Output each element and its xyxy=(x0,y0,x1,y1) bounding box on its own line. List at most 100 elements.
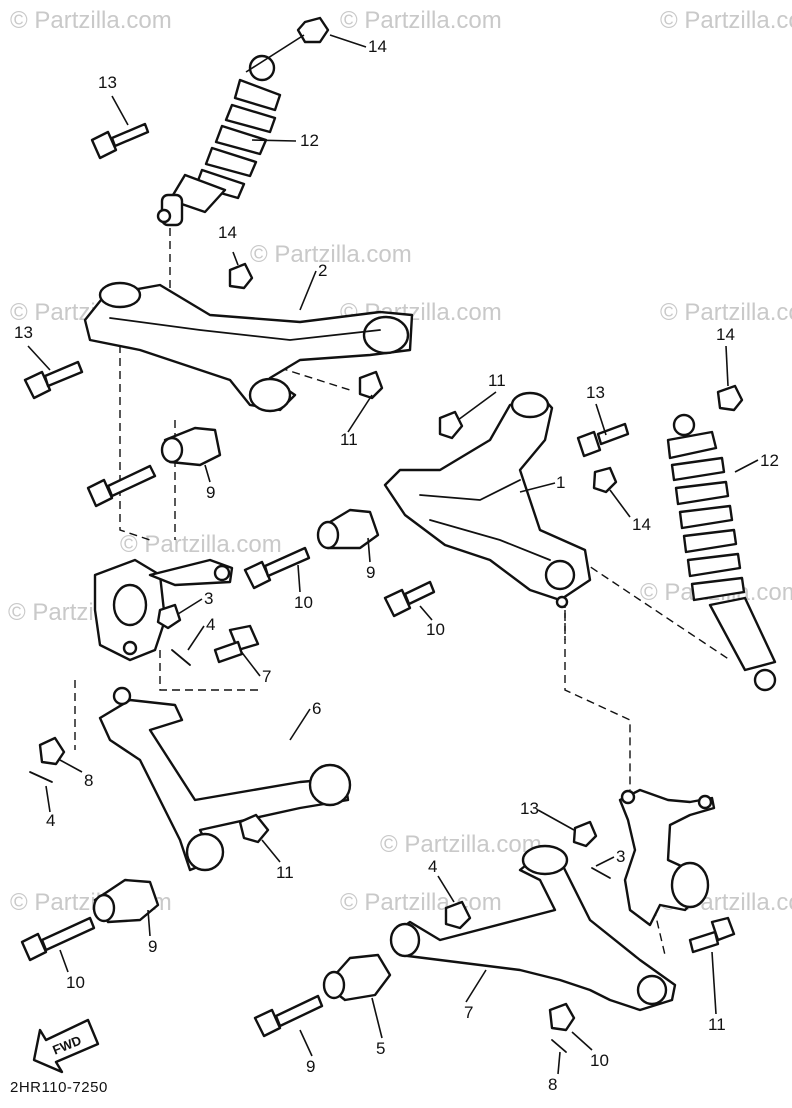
nut-14-upper-left[interactable] xyxy=(228,262,254,290)
nut-11-lower-right[interactable] xyxy=(444,900,472,930)
nut-14-upper-right[interactable] xyxy=(592,466,618,494)
leader-line xyxy=(27,345,51,371)
leader-line xyxy=(571,1031,593,1051)
nut-14-right-shock[interactable] xyxy=(716,384,744,412)
leader-line xyxy=(232,251,239,266)
callout-label-11[interactable]: 11 xyxy=(340,430,358,449)
leader-line xyxy=(239,649,261,677)
bolt-13-top[interactable] xyxy=(90,122,150,160)
callout-label-4[interactable]: 4 xyxy=(206,615,215,634)
callout-label-13[interactable]: 13 xyxy=(14,323,33,342)
callout-label-7[interactable]: 7 xyxy=(262,667,271,686)
callout-label-10[interactable]: 10 xyxy=(294,593,313,612)
callout-label-13[interactable]: 13 xyxy=(520,799,539,818)
leader-line xyxy=(111,95,129,126)
diagram-code: 2HR110-7250 xyxy=(10,1079,108,1096)
bushing-9-lower-left[interactable] xyxy=(92,878,160,924)
bolt-10-lower-left[interactable] xyxy=(20,916,96,962)
callout-label-13[interactable]: 13 xyxy=(98,73,117,92)
leader-line xyxy=(245,34,305,73)
watermark: © Partzilla.com xyxy=(340,7,502,34)
bolt-10-lower-right[interactable] xyxy=(253,994,324,1038)
nut-11-lower-left[interactable] xyxy=(238,813,270,844)
leader-line xyxy=(437,875,455,903)
callout-label-10[interactable]: 10 xyxy=(426,620,445,639)
callout-label-7[interactable]: 7 xyxy=(464,1003,473,1022)
bolt-13-upper-right[interactable] xyxy=(383,580,436,618)
callout-label-3[interactable]: 3 xyxy=(204,589,213,608)
callout-label-4[interactable]: 4 xyxy=(46,811,55,830)
callout-label-9[interactable]: 9 xyxy=(148,937,157,956)
upper-arm-right[interactable] xyxy=(383,391,592,609)
callout-label-4[interactable]: 4 xyxy=(0,0,9,4)
callout-label-11[interactable]: 11 xyxy=(276,863,294,882)
lower-arm-left[interactable] xyxy=(98,686,352,872)
bolt-7-right[interactable] xyxy=(688,916,736,954)
callout-label-14[interactable]: 14 xyxy=(716,325,735,344)
cotter-pin-4-right-lower[interactable] xyxy=(551,1039,567,1053)
leader-line xyxy=(329,34,367,48)
callout-label-10[interactable]: 10 xyxy=(66,973,85,992)
callout-label-9[interactable]: 9 xyxy=(206,483,215,502)
leader-line xyxy=(371,997,383,1039)
callout-label-1[interactable]: 1 xyxy=(556,473,565,492)
callout-labels: 1413121421311934107684119101113141211491… xyxy=(0,0,779,1094)
watermark: © Partzilla.com xyxy=(10,7,172,34)
leader-line xyxy=(204,464,211,483)
cotter-pin-4-right-upper[interactable] xyxy=(591,867,611,879)
callout-label-14[interactable]: 14 xyxy=(368,37,387,56)
shock-absorber-right[interactable] xyxy=(666,413,777,692)
nut-8-left[interactable] xyxy=(38,736,66,766)
steering-knuckle-left[interactable] xyxy=(93,558,234,662)
callout-label-2[interactable]: 2 xyxy=(318,261,327,280)
callout-label-8[interactable]: 8 xyxy=(548,1075,557,1094)
callout-label-3[interactable]: 3 xyxy=(616,847,625,866)
bushing-9-upper-right[interactable] xyxy=(316,508,380,550)
bolt-10-upper-left[interactable] xyxy=(86,464,157,508)
nut-3-right[interactable] xyxy=(572,820,598,848)
nut-8-right[interactable] xyxy=(548,1002,576,1032)
leader-line xyxy=(725,345,729,387)
leader-line xyxy=(734,459,759,473)
cotter-pin-4-left-upper[interactable] xyxy=(171,649,191,666)
callout-label-11[interactable]: 11 xyxy=(488,371,506,390)
bushing-9-upper-left[interactable] xyxy=(160,426,222,467)
cotter-pin-4-left-lower[interactable] xyxy=(29,771,53,783)
leader-line xyxy=(465,969,487,1003)
bushing-9-lower-right[interactable] xyxy=(322,953,392,1002)
callout-label-10[interactable]: 10 xyxy=(590,1051,609,1070)
bolt-7-left[interactable] xyxy=(213,624,260,664)
callout-label-9[interactable]: 9 xyxy=(306,1057,315,1076)
callout-label-8[interactable]: 8 xyxy=(84,771,93,790)
upper-arm-left[interactable] xyxy=(83,281,414,413)
leader-lines xyxy=(27,34,759,1075)
callout-label-11[interactable]: 11 xyxy=(708,1015,726,1034)
callout-label-14[interactable]: 14 xyxy=(632,515,651,534)
bolt-13-shock-right[interactable] xyxy=(576,422,630,458)
steering-knuckle-right[interactable] xyxy=(618,788,716,927)
callout-label-4[interactable]: 4 xyxy=(428,857,437,876)
leader-line xyxy=(187,625,205,651)
watermark: © Partzilla.com xyxy=(120,531,282,558)
nut-11-upper-left[interactable] xyxy=(358,370,384,400)
callout-label-13[interactable]: 13 xyxy=(586,383,605,402)
callout-label-5[interactable]: 5 xyxy=(376,1039,385,1058)
callout-label-14[interactable]: 14 xyxy=(218,223,237,242)
callout-label-12[interactable]: 12 xyxy=(300,131,319,150)
callout-label-6[interactable]: 6 xyxy=(312,699,321,718)
callout-label-9[interactable]: 9 xyxy=(366,563,375,582)
nut-3-left[interactable] xyxy=(156,603,182,630)
callout-label-12[interactable]: 12 xyxy=(760,451,779,470)
bolt-10-left-mid[interactable] xyxy=(243,546,311,590)
nut-11-upper-right[interactable] xyxy=(438,410,464,440)
bolt-13-upper-left[interactable] xyxy=(23,360,84,400)
nut-14-top[interactable] xyxy=(296,16,330,44)
leader-line xyxy=(45,785,51,813)
shock-absorber-left[interactable] xyxy=(156,54,282,227)
lower-arm-right[interactable] xyxy=(389,844,677,1012)
leader-line xyxy=(609,489,631,518)
watermark: © Partzilla.com xyxy=(250,241,412,268)
watermark-layer: © Partzilla.com © Partzilla.com © Partzill… xyxy=(8,7,792,916)
